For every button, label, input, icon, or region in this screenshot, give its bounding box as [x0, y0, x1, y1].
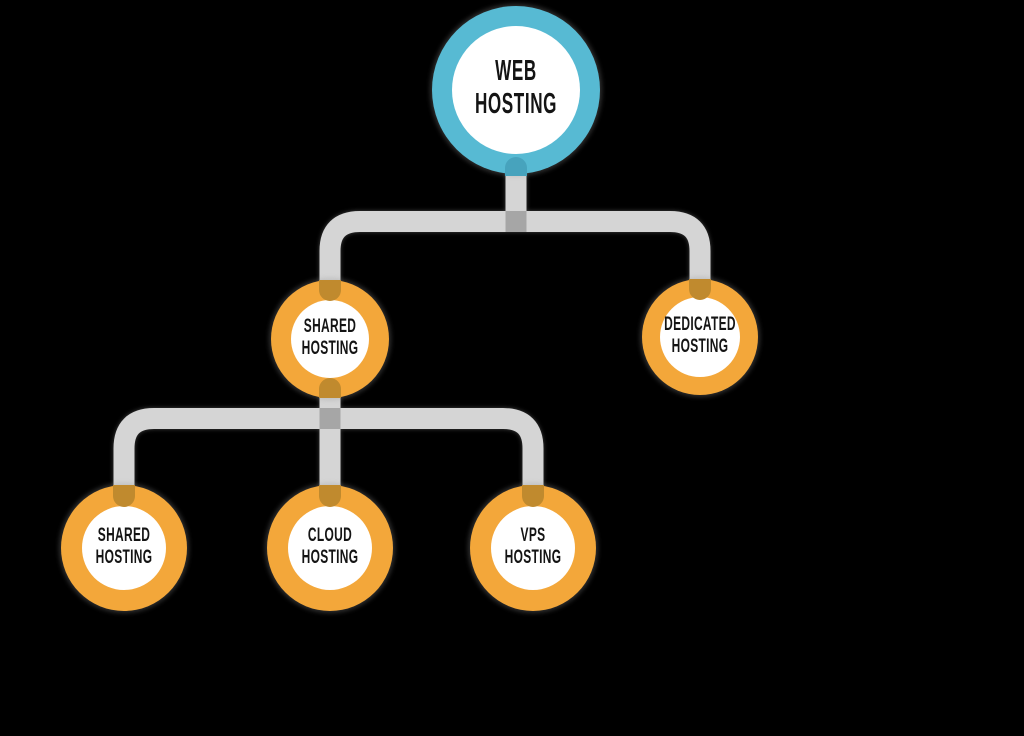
stub-vps-top — [522, 485, 544, 507]
node-dedicated-hosting-label-line1: DEDICATED — [664, 314, 736, 335]
junction-level2 — [319, 408, 341, 429]
node-dedicated-hosting-label-line2: HOSTING — [671, 336, 729, 357]
node-vps-hosting-label-line2: HOSTING — [504, 547, 562, 568]
node-shared-hosting-child-label-line1: SHARED — [97, 525, 151, 546]
node-cloud-hosting-disc — [288, 506, 372, 590]
node-cloud-hosting-label-line2: HOSTING — [301, 547, 359, 568]
node-shared-hosting-child-disc — [82, 506, 166, 590]
node-dedicated-hosting-label: DEDICATED HOSTING — [663, 278, 736, 394]
stub-shared-top — [319, 280, 341, 301]
node-dedicated-hosting-disc — [660, 297, 740, 377]
node-web-hosting-label: WEB HOSTING — [466, 4, 565, 172]
node-web-hosting-label-line1: WEB — [495, 55, 537, 87]
node-vps-hosting: VPS HOSTING — [470, 485, 596, 611]
node-vps-hosting-disc — [491, 506, 575, 590]
node-shared-hosting-label: SHARED HOSTING — [293, 279, 367, 397]
stub-shared-bottom — [319, 378, 341, 398]
node-shared-hosting-label-line2: HOSTING — [301, 338, 359, 359]
node-shared-hosting-label-line1: SHARED — [303, 316, 357, 337]
node-shared-hosting-child-label: SHARED HOSTING — [84, 484, 163, 610]
node-shared-hosting-disc — [291, 300, 369, 378]
node-cloud-hosting-label-line1: CLOUD — [307, 525, 353, 546]
node-web-hosting-disc — [452, 26, 580, 154]
stub-dedicated-top — [689, 279, 711, 300]
node-web-hosting-label-line2: HOSTING — [474, 88, 558, 120]
stub-web-bottom — [505, 157, 527, 176]
stub-cloud-top — [319, 485, 341, 507]
node-shared-hosting-child-label-line2: HOSTING — [95, 547, 153, 568]
node-cloud-hosting-label: CLOUD HOSTING — [290, 484, 369, 610]
node-web-hosting: WEB HOSTING — [432, 6, 600, 174]
node-vps-hosting-label-line1: VPS — [520, 525, 546, 546]
connector-branch-level1 — [319, 211, 711, 302]
junction-level1 — [505, 211, 527, 232]
stub-shared-child-top — [113, 485, 135, 507]
node-dedicated-hosting: DEDICATED HOSTING — [642, 279, 758, 395]
node-vps-hosting-label: VPS HOSTING — [493, 484, 572, 610]
